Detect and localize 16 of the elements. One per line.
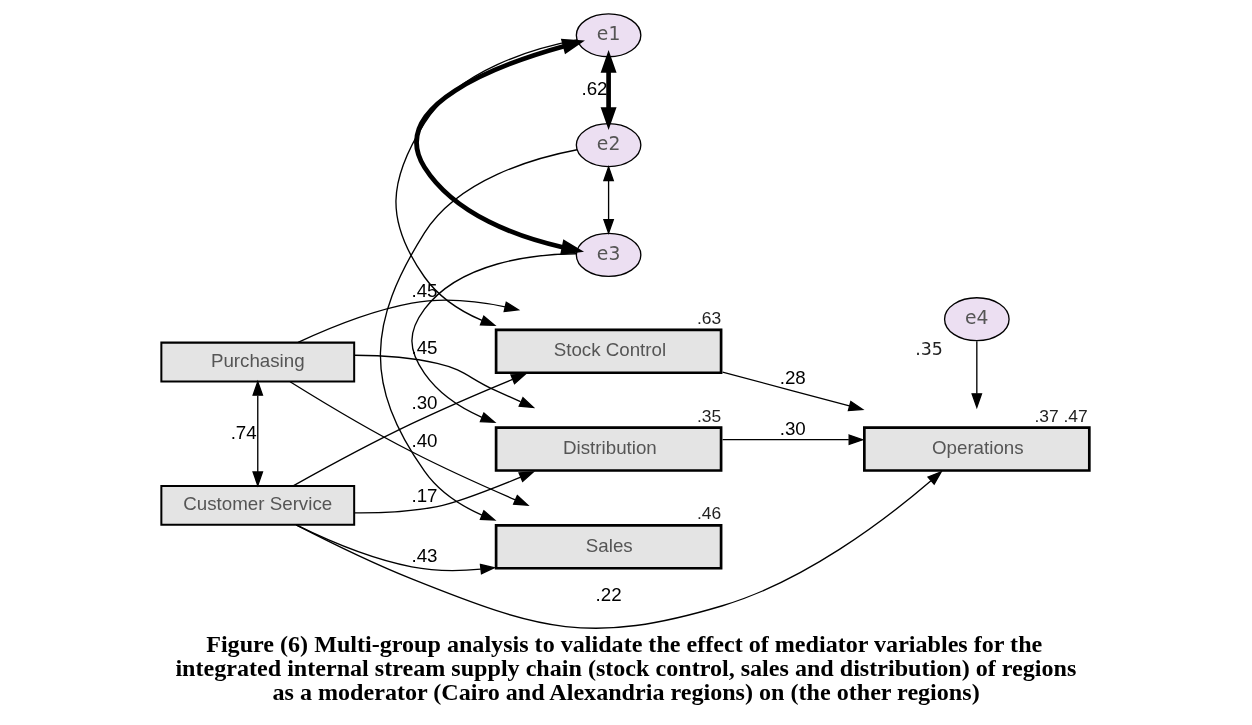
edge-label: .43 — [411, 544, 438, 566]
edge-label: .17 — [411, 484, 438, 506]
edge-label: .28 — [779, 366, 806, 388]
edge-label: .45 — [411, 337, 438, 359]
edge-label: .30 — [779, 417, 806, 439]
edge-label: .74 — [230, 421, 257, 443]
edge-label: .40 — [411, 429, 438, 451]
node-label: .35 — [696, 405, 722, 426]
edge-label: .45 — [411, 279, 438, 301]
caption: Figure (6) Multi-group analysis to validate the effect of mediator variables for the integrated internal stream supply chain (stock control, sales and distribution) of regions as a moderator (Cairo and Alexandria regions) on (the other regions) — [175, 630, 1077, 705]
node-label: .46 — [696, 503, 722, 524]
edge-label: .30 — [411, 392, 438, 414]
edge-label: .22 — [595, 583, 622, 605]
node-label: .35 — [915, 338, 943, 359]
node-label: .37 .47 — [1034, 405, 1088, 426]
node-label: .63 — [696, 307, 722, 328]
